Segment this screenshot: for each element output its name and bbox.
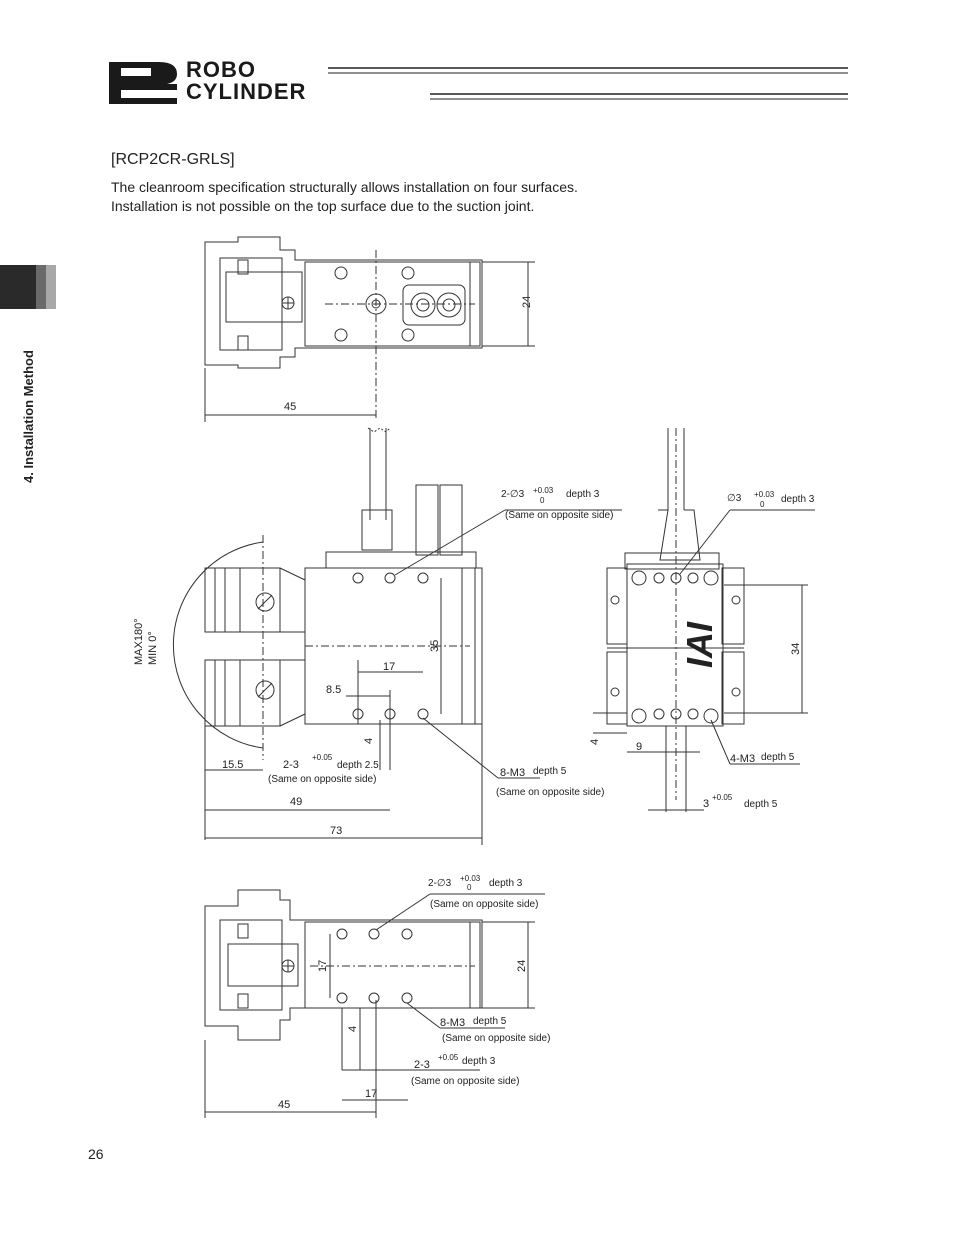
page-number: 26 — [88, 1146, 104, 1162]
header-rule-lines — [328, 67, 848, 100]
side-view: IAI 34 4 9 3 +0.05 depth 5 ∅3 +0.03 0 de… — [589, 428, 815, 812]
front-dim-8-5: 8.5 — [326, 684, 341, 696]
side-dim-4: 4 — [589, 739, 601, 745]
bottom-dim-17v: 17 — [317, 960, 329, 972]
bottom-dim-24: 24 — [516, 960, 528, 972]
side-tol-plus: +0.03 — [754, 490, 775, 499]
front-same-opposite: (Same on opposite side) — [505, 510, 613, 521]
front-dim-35: 35 — [429, 640, 441, 652]
logo-wordmark: ROBO CYLINDER — [186, 57, 307, 104]
front-hole-2-3: 2-3 — [283, 759, 299, 771]
chapter-label: 4. Installation Method — [21, 350, 36, 483]
side-tap-4m3: 4-M3 — [730, 753, 755, 765]
bottom-dim-4: 4 — [347, 1026, 359, 1032]
angle-max: MAX180° — [133, 618, 145, 665]
front-tol-zero: 0 — [540, 496, 545, 505]
bottom-tol-005: +0.05 — [438, 1053, 459, 1062]
bottom-depth3b: depth 3 — [462, 1056, 496, 1067]
side-tol-005: +0.05 — [712, 793, 733, 802]
section-description: The cleanroom specification structurally… — [111, 178, 578, 216]
side-depth5b: depth 5 — [744, 799, 778, 810]
bottom-hole-2-3: 2-3 — [414, 1059, 430, 1071]
side-depth5: depth 5 — [761, 752, 795, 763]
chapter-tab — [0, 265, 56, 309]
dimension-drawing: 24 45 MAX180° MIN 0° 35 — [133, 236, 815, 1118]
rc-logo-mark — [107, 60, 179, 106]
front-depth2-5: depth 2.5 — [337, 760, 379, 771]
bottom-dim-45: 45 — [278, 1099, 290, 1111]
front-dim-49: 49 — [290, 796, 302, 808]
top-dim-24: 24 — [521, 296, 533, 308]
side-tol-zero: 0 — [760, 500, 765, 509]
bottom-tap-8m3: 8-M3 — [440, 1017, 465, 1029]
front-tol-005: +0.05 — [312, 753, 333, 762]
front-dim-15-5: 15.5 — [222, 759, 243, 771]
front-same-opposite-3: (Same on opposite side) — [496, 787, 604, 798]
bottom-hole-label: 2-∅3 — [428, 878, 452, 889]
front-depth3: depth 3 — [566, 489, 600, 500]
bottom-dim-17: 17 — [365, 1088, 377, 1100]
side-dim-9: 9 — [636, 741, 642, 753]
chapter-label-text: 4. Installation Method — [21, 350, 36, 483]
bottom-same-opposite-2: (Same on opposite side) — [442, 1033, 550, 1044]
front-same-opposite-2: (Same on opposite side) — [268, 774, 376, 785]
section-title: [RCP2CR-GRLS] — [111, 151, 235, 168]
bottom-depth5: depth 5 — [473, 1016, 507, 1027]
logo-line2: CYLINDER — [186, 79, 307, 104]
bottom-depth3: depth 3 — [489, 878, 523, 889]
front-tap-8m3: 8-M3 — [500, 767, 525, 779]
top-view: 24 45 — [204, 236, 535, 422]
logo-line1: ROBO — [186, 57, 256, 82]
bottom-tol-zero: 0 — [467, 883, 472, 892]
front-dim-4: 4 — [363, 738, 375, 744]
side-brand-iai: IAI — [679, 621, 720, 668]
side-hole-phi3: ∅3 — [727, 493, 742, 504]
front-hole-label: 2-∅3 — [501, 489, 525, 500]
description-line-2: Installation is not possible on the top … — [111, 198, 535, 214]
front-view: MAX180° MIN 0° 35 17 8.5 4 15.5 49 73 2-… — [133, 427, 622, 845]
side-dim-34: 34 — [790, 643, 802, 655]
bottom-same-opposite-3: (Same on opposite side) — [411, 1076, 519, 1087]
front-tol-plus: +0.03 — [533, 486, 554, 495]
side-depth3: depth 3 — [781, 494, 815, 505]
top-dim-45: 45 — [284, 401, 296, 413]
bottom-view: 17 24 4 45 17 2-∅3 +0.03 0 depth 3 (Same… — [204, 874, 550, 1118]
description-line-1: The cleanroom specification structurally… — [111, 179, 578, 195]
front-dim-17: 17 — [383, 661, 395, 673]
angle-min: MIN 0° — [147, 631, 159, 665]
bottom-tol-plus: +0.03 — [460, 874, 481, 883]
bottom-same-opposite: (Same on opposite side) — [430, 899, 538, 910]
side-hole-3: 3 — [703, 798, 709, 810]
front-dim-73: 73 — [330, 825, 342, 837]
front-depth5: depth 5 — [533, 766, 567, 777]
